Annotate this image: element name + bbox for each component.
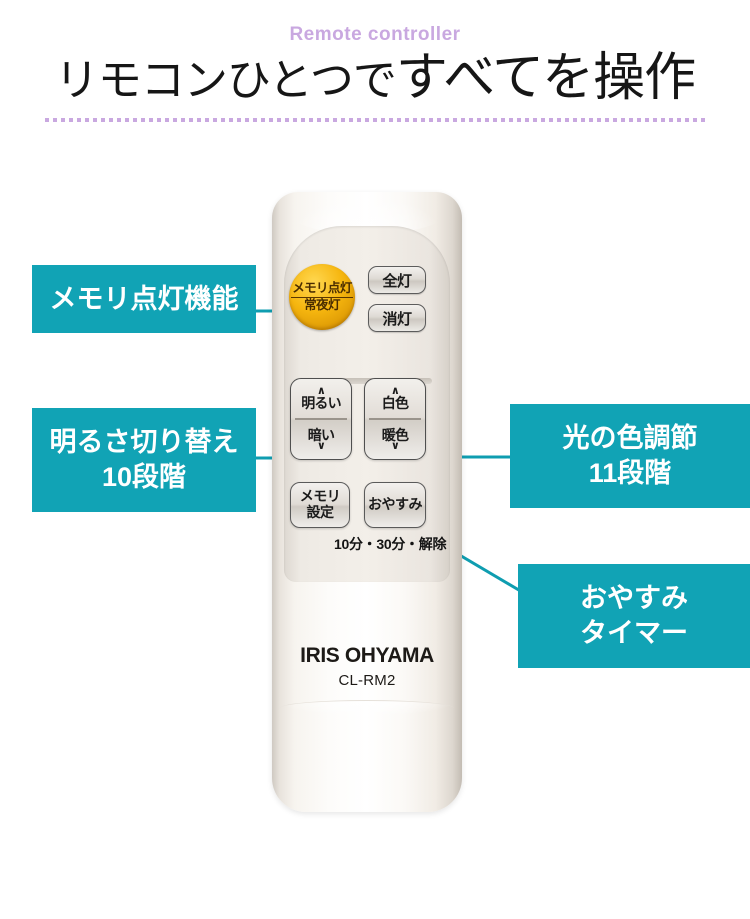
callout-color-adjust: 光の色調節 11段階 [510,404,750,508]
all-light-button[interactable]: 全灯 [368,266,426,294]
callout-memory-line1: メモリ点灯機能 [49,283,239,314]
callout-brightness: 明るさ切り替え 10段階 [32,408,256,512]
callout-sleep-timer: おやすみ タイマー [518,564,750,668]
brightness-down-half[interactable]: 暗い ∨ [291,420,351,459]
color-cool-label: 白色 [381,394,409,411]
battery-cover-seam [280,700,454,716]
brand-logo-text: IRIS OHYAMA [300,644,434,667]
page-title-light: リモコンひとつで [54,56,397,105]
chevron-up-icon: ∧ [316,385,326,398]
remote-controller-body: メモリ点灯 常夜灯 全灯 消灯 ∧ 明るい 暗い ∨ ∧ 白色 [272,192,462,812]
brightness-rocker[interactable]: ∧ 明るい 暗い ∨ [290,378,352,460]
color-cool-half[interactable]: ∧ 白色 [365,379,425,418]
memory-lighting-label-bottom: 常夜灯 [304,297,340,312]
sleep-timer-button[interactable]: おやすみ [364,482,426,528]
chevron-down-icon: ∨ [316,440,326,453]
memory-lighting-button[interactable]: メモリ点灯 常夜灯 [289,264,355,330]
callout-brightness-line2: 10段階 [101,462,187,492]
light-off-button[interactable]: 消灯 [368,304,426,332]
brightness-up-half[interactable]: ∧ 明るい [291,379,351,418]
model-number: CL-RM2 [338,672,396,689]
brightness-up-label: 明るい [301,394,341,411]
callout-sleep-line2: タイマー [580,618,688,648]
light-off-label: 消灯 [382,310,412,328]
timer-options-note: 10分・30分・解除 [334,536,447,552]
brightness-down-label: 暗い [307,427,335,444]
chevron-down-icon: ∨ [390,440,400,453]
all-light-label: 全灯 [382,272,412,290]
dotted-divider [45,118,705,122]
color-warm-label: 暖色 [381,427,409,444]
sleep-timer-label: おやすみ [368,496,423,513]
memory-set-button[interactable]: メモリ 設定 [290,482,350,528]
callout-sleep-line1: おやすみ [580,583,688,614]
callout-color-line2: 11段階 [588,458,672,488]
page-title: リモコンひとつですべてを操作 [0,52,750,104]
callout-memory-lighting: メモリ点灯機能 [32,265,256,333]
callout-color-line1: 光の色調節 [562,423,698,454]
callout-brightness-line1: 明るさ切り替え [49,427,239,458]
memory-set-label-line2: 設定 [306,504,335,520]
rocker-divider [369,418,421,420]
color-warm-half[interactable]: 暖色 ∨ [365,420,425,459]
page-title-bold: すべてを操作 [395,49,696,107]
chevron-up-icon: ∧ [390,385,400,398]
memory-set-label-line1: メモリ [299,488,341,505]
color-temperature-rocker[interactable]: ∧ 白色 暖色 ∨ [364,378,426,460]
rocker-divider [295,418,347,420]
memory-lighting-label-top: メモリ点灯 [291,282,353,298]
section-eyebrow: Remote controller [289,24,461,45]
